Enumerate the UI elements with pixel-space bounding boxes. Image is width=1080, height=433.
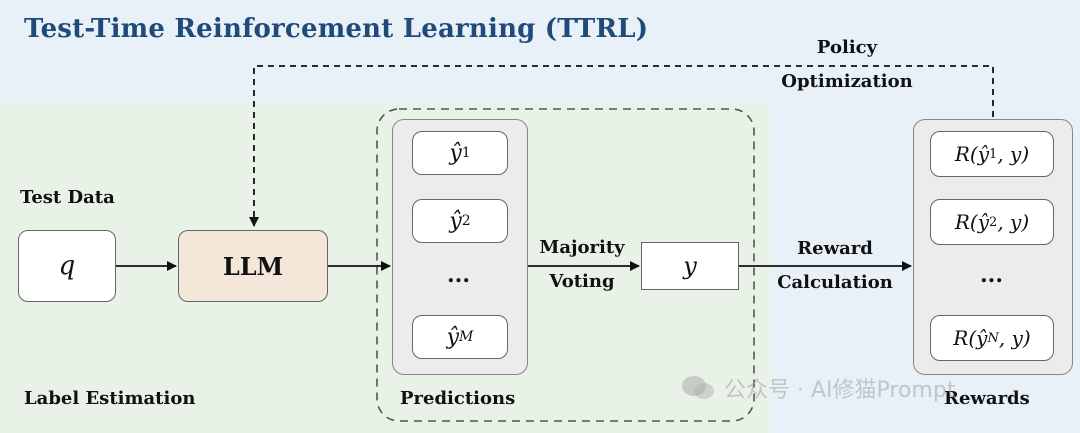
prediction-2-sub: 2 (461, 213, 471, 229)
reward-2-suffix: , y) (997, 210, 1030, 234)
reward-1-sub: 1 (989, 146, 998, 162)
estimated-label-node: y (641, 242, 739, 290)
prediction-m-sub: M (459, 329, 474, 345)
llm-text: LLM (222, 251, 284, 281)
rewards-caption: Rewards (944, 388, 1030, 409)
reward-1-base: ŷ (977, 142, 990, 166)
reward-calculation-line2: Calculation (777, 272, 893, 293)
policy-label-line1: Policy (816, 37, 878, 58)
query-text: q (58, 251, 76, 281)
prediction-1-base: ŷ (449, 140, 462, 166)
policy-label-line2: Optimization (781, 71, 913, 92)
reward-calculation-line1: Reward (797, 238, 873, 259)
predictions-caption: Predictions (400, 388, 516, 409)
reward-2-prefix: R( (954, 210, 978, 234)
label-estimation-caption: Label Estimation (24, 388, 196, 409)
reward-n-suffix: , y) (998, 326, 1031, 350)
majority-voting-line1: Majority (539, 237, 625, 258)
llm-node: LLM (178, 230, 328, 302)
wechat-logo-icon (682, 376, 714, 399)
policy-optimization-arrow (249, 65, 994, 227)
rewards-ellipsis: ... (980, 262, 1003, 288)
query-node: q (18, 230, 116, 302)
test-data-label: Test Data (20, 187, 115, 208)
reward-n-sub: N (987, 330, 999, 346)
watermark-text: 公众号 · AI修猫Prompt (724, 378, 956, 403)
prediction-2-base: ŷ (449, 208, 462, 234)
prediction-m-base: ŷ (446, 324, 460, 350)
reward-1-prefix: R( (954, 142, 978, 166)
prediction-1-sub: 1 (461, 145, 471, 161)
reward-2-sub: 2 (989, 214, 998, 230)
reward-2-base: ŷ (977, 210, 990, 234)
reward-1-suffix: , y) (997, 142, 1030, 166)
diagram-title: Test-Time Reinforcement Learning (TTRL) (24, 14, 649, 44)
predictions-ellipsis: ... (447, 262, 470, 288)
reward-n-base: ŷ (976, 326, 988, 350)
reward-n-prefix: R( (953, 326, 977, 350)
majority-voting-line2: Voting (549, 271, 615, 292)
estimated-label-text: y (683, 252, 697, 280)
